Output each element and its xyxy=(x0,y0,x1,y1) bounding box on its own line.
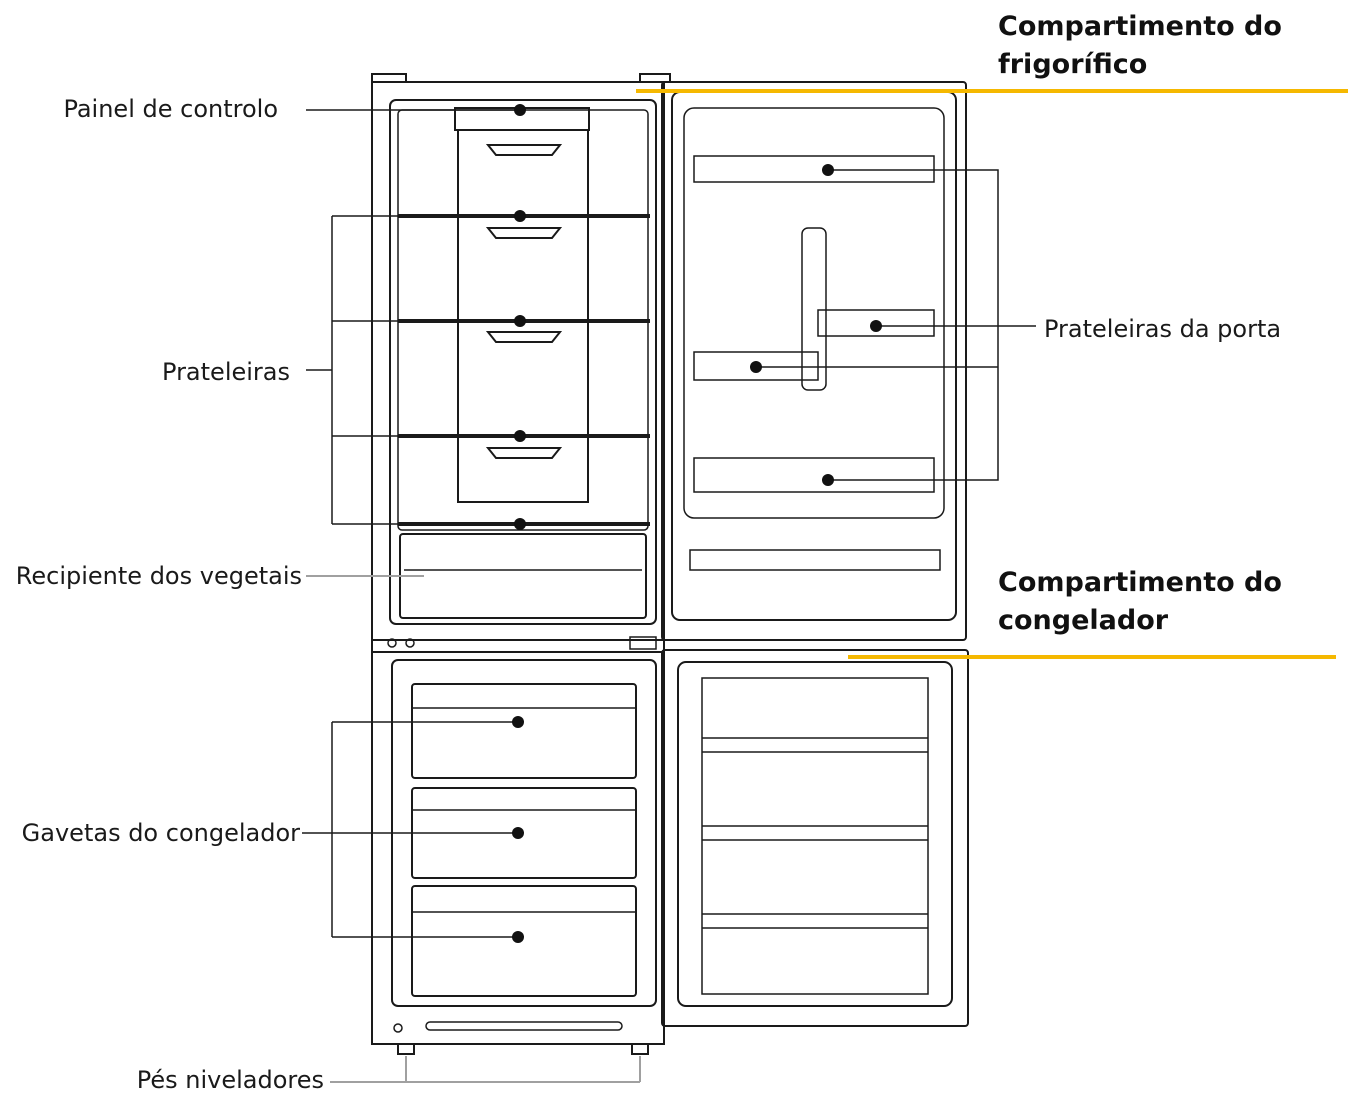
hinge-top-right xyxy=(639,73,671,83)
leader-shelves xyxy=(306,215,520,525)
dot-freezer-drawer-1 xyxy=(512,716,524,728)
dot-door-bin-3 xyxy=(750,361,762,373)
duct-vent-1 xyxy=(485,144,563,156)
dot-door-bin-1 xyxy=(822,164,834,176)
air-duct xyxy=(457,129,589,503)
label-door-shelves: Prateleiras da porta xyxy=(1044,315,1282,343)
freezer-heading-line1: Compartimento do xyxy=(998,567,1282,598)
door-center-rail xyxy=(801,227,827,391)
dot-shelf-3 xyxy=(514,430,526,442)
dot-door-bin-2 xyxy=(870,320,882,332)
leader-door-shelves xyxy=(756,169,1036,481)
kick-plate xyxy=(425,1021,623,1031)
fridge-heading-line1: Compartimento do xyxy=(998,11,1282,42)
freezer-drawer-3 xyxy=(411,885,637,997)
divider-latch xyxy=(629,636,657,650)
dot-freezer-drawer-2 xyxy=(512,827,524,839)
leader-leveling-feet xyxy=(330,1056,641,1083)
bottom-hole xyxy=(393,1023,403,1033)
door-bin-2 xyxy=(817,309,935,337)
duct-vent-4 xyxy=(485,447,563,459)
fridge-compartment-heading: Compartimento do frigorífico xyxy=(998,8,1282,84)
duct-vent-3 xyxy=(485,331,563,343)
label-shelves: Prateleiras xyxy=(162,358,290,386)
freezer-drawer-1 xyxy=(411,683,637,779)
fridge-interior xyxy=(389,99,657,625)
freezer-compartment-heading: Compartimento do congelador xyxy=(998,564,1282,640)
leader-freezer-drawers xyxy=(302,721,518,938)
foot-left xyxy=(397,1043,415,1055)
dot-shelf-4 xyxy=(514,518,526,530)
hinge-top-left xyxy=(371,73,407,83)
fridge-heading-line2: frigorífico xyxy=(998,49,1148,80)
dot-shelf-2 xyxy=(514,315,526,327)
foot-right xyxy=(631,1043,649,1055)
fridge-door xyxy=(661,81,967,641)
dot-door-bin-4 xyxy=(822,474,834,486)
crisper-drawer xyxy=(399,533,647,619)
cabinet-outline xyxy=(371,81,665,1045)
duct-vent-2 xyxy=(485,227,563,239)
freezer-door-inner xyxy=(677,661,953,1007)
label-leveling-feet: Pés niveladores xyxy=(136,1066,324,1094)
freezer-heading-line2: congelador xyxy=(998,605,1169,636)
fridge-door-inner xyxy=(671,91,957,621)
freezer-door xyxy=(661,649,969,1027)
label-freezer-drawers: Gavetas do congelador xyxy=(21,819,300,847)
divider-hole-2 xyxy=(405,638,415,648)
freezer-door-panel xyxy=(701,677,929,995)
fridge-door-liner xyxy=(683,107,945,519)
label-control-panel: Painel de controlo xyxy=(63,95,278,123)
label-vegetable-crisper: Recipiente dos vegetais xyxy=(15,562,302,590)
door-bin-4 xyxy=(693,457,935,493)
door-bottom-bin xyxy=(689,549,941,571)
dot-control-panel xyxy=(514,104,526,116)
divider-hole-1 xyxy=(387,638,397,648)
dot-freezer-drawer-3 xyxy=(512,931,524,943)
door-bin-3 xyxy=(693,351,819,381)
door-bin-1 xyxy=(693,155,935,183)
dot-shelf-1 xyxy=(514,210,526,222)
